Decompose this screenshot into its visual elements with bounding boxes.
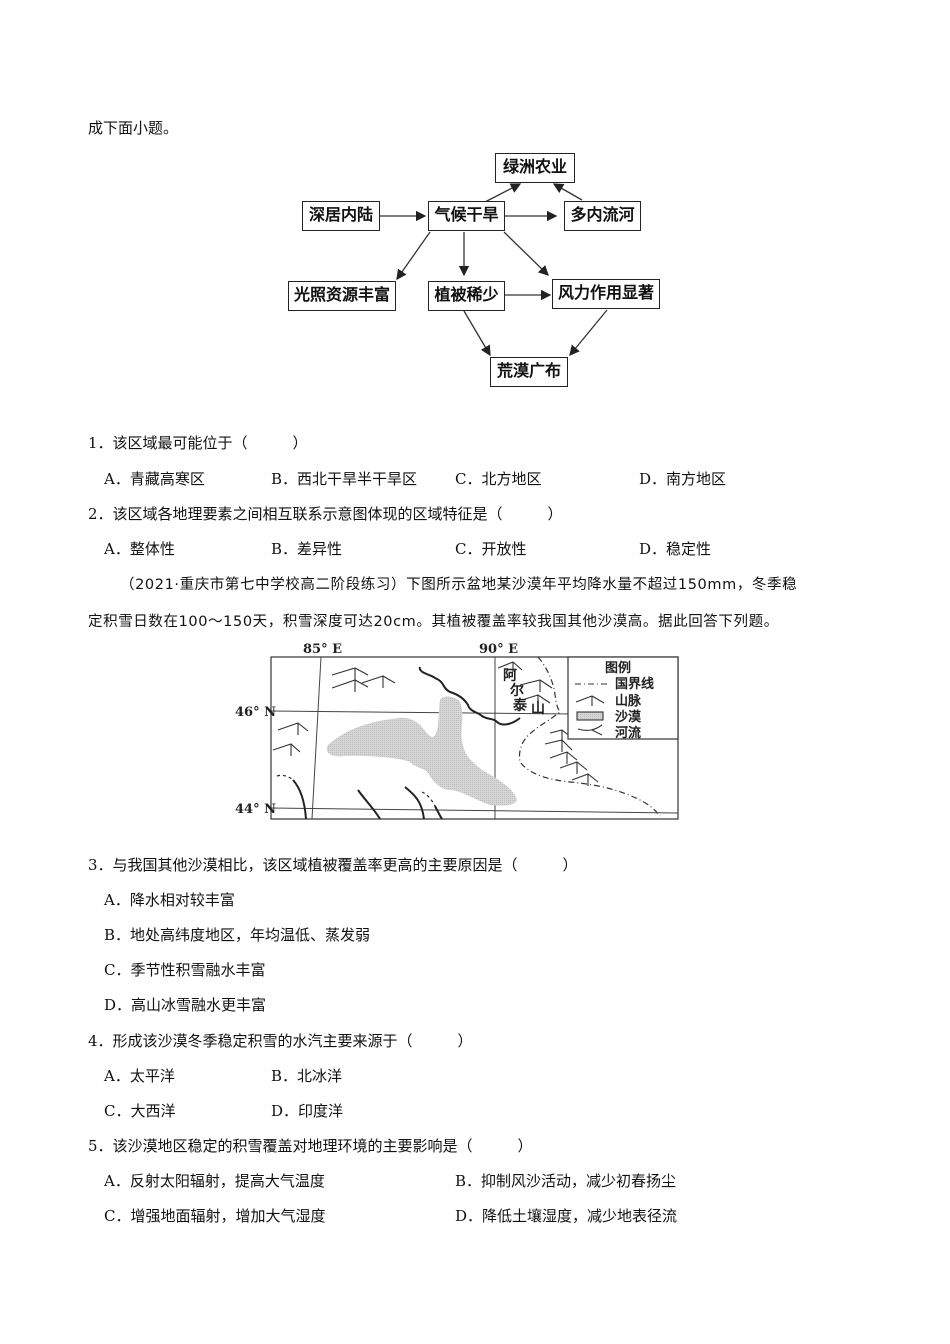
q5-option-d[interactable]: D．降低土壤湿度，减少地表径流: [455, 1207, 678, 1225]
svg-text:阿: 阿: [503, 668, 517, 684]
q1-option-b[interactable]: B．西北干旱半干旱区: [271, 470, 418, 488]
question-1-stem: 1．该区域最可能位于（ ）: [88, 434, 308, 452]
lat-label-46: 46° N: [235, 705, 276, 720]
desert-area: [326, 696, 517, 806]
national-border: [518, 656, 661, 817]
lon-label-90: 90° E: [479, 642, 518, 657]
svg-text:泰: 泰: [512, 697, 528, 714]
node-sparse-vegetation: 植被稀少: [428, 281, 505, 311]
q3-option-a[interactable]: A．降水相对较丰富: [104, 891, 235, 909]
intro-tail-text: 成下面小题。: [88, 119, 179, 137]
flowchart-arrows: [380, 183, 608, 357]
passage-line-2: 定积雪日数在100～150天，积雪深度可达20cm。其植被覆盖率较我国其他沙漠高…: [88, 614, 779, 630]
node-strong-wind: 风力作用显著: [552, 279, 660, 309]
q5-option-a[interactable]: A．反射太阳辐射，提高大气温度: [104, 1172, 325, 1190]
q4-option-a[interactable]: A．太平洋: [104, 1067, 175, 1085]
svg-text:尔: 尔: [510, 682, 524, 699]
question-3-stem: 3．与我国其他沙漠相比，该区域植被覆盖率更高的主要原因是（ ）: [88, 856, 578, 874]
node-arid-climate: 气候干旱: [428, 201, 505, 231]
passage-line-1: （2021·重庆市第七中学校高二阶段练习）下图所示盆地某沙漠年平均降水量不超过1…: [120, 577, 798, 593]
node-inland-rivers: 多内流河: [564, 201, 641, 231]
node-rich-sunlight: 光照资源丰富: [288, 281, 396, 311]
question-4-stem: 4．形成该沙漠冬季稳定积雪的水汽主要来源于（ ）: [88, 1032, 473, 1050]
q3-option-d[interactable]: D．高山冰雪融水更丰富: [104, 996, 267, 1014]
map-legend: 图例 国界线 山脉 沙漠 河流: [567, 656, 679, 741]
q2-option-d[interactable]: D．稳定性: [639, 540, 712, 558]
q2-option-a[interactable]: A．整体性: [104, 540, 175, 558]
legend-desert: 沙漠: [615, 709, 642, 725]
lat-label-44: 44° N: [235, 802, 276, 817]
legend-title: 图例: [605, 660, 631, 676]
q1-option-c[interactable]: C．北方地区: [455, 470, 542, 488]
q1-option-d[interactable]: D．南方地区: [639, 470, 727, 488]
legend-river: 河流: [615, 725, 641, 741]
q5-option-b[interactable]: B．抑制风沙活动，减少初春扬尘: [455, 1172, 677, 1190]
question-5-stem: 5．该沙漠地区稳定的积雪覆盖对地理环境的主要影响是（ ）: [88, 1137, 533, 1155]
q2-option-c[interactable]: C．开放性: [455, 540, 527, 558]
question-2-stem: 2．该区域各地理要素之间相互联系示意图体现的区域特征是（ ）: [88, 505, 563, 523]
legend-mountain: 山脉: [615, 693, 642, 709]
mountain-symbols: [272, 661, 599, 786]
svg-text:山: 山: [531, 701, 545, 717]
q4-option-b[interactable]: B．北冰洋: [271, 1067, 343, 1085]
q1-option-a[interactable]: A．青藏高寒区: [104, 470, 205, 488]
desert-map: 85° E 90° E 46° N 44° N 阿 尔 泰 山 图例 国界线 山…: [220, 640, 690, 825]
node-widespread-desert: 荒漠广布: [490, 357, 568, 387]
q3-option-b[interactable]: B．地处高纬度地区，年均温低、蒸发弱: [104, 926, 371, 944]
map-graphic: 85° E 90° E 46° N 44° N 阿 尔 泰 山 图例 国界线 山…: [235, 642, 679, 820]
legend-border: 国界线: [615, 676, 654, 692]
node-deep-inland: 深居内陆: [302, 201, 380, 231]
flowchart-diagram: 绿洲农业 深居内陆 气候干旱 多内流河 光照资源丰富 植被稀少 风力作用显著 荒…: [280, 145, 670, 395]
q3-option-c[interactable]: C．季节性积雪融水丰富: [104, 961, 266, 979]
q4-option-d[interactable]: D．印度洋: [271, 1102, 344, 1120]
q2-option-b[interactable]: B．差异性: [271, 540, 343, 558]
lon-label-85: 85° E: [303, 642, 342, 657]
q5-option-c[interactable]: C．增强地面辐射，增加大气湿度: [104, 1207, 326, 1225]
river-main: [418, 666, 521, 726]
node-oasis-agriculture: 绿洲农业: [495, 153, 575, 183]
q4-option-c[interactable]: C．大西洋: [104, 1102, 176, 1120]
